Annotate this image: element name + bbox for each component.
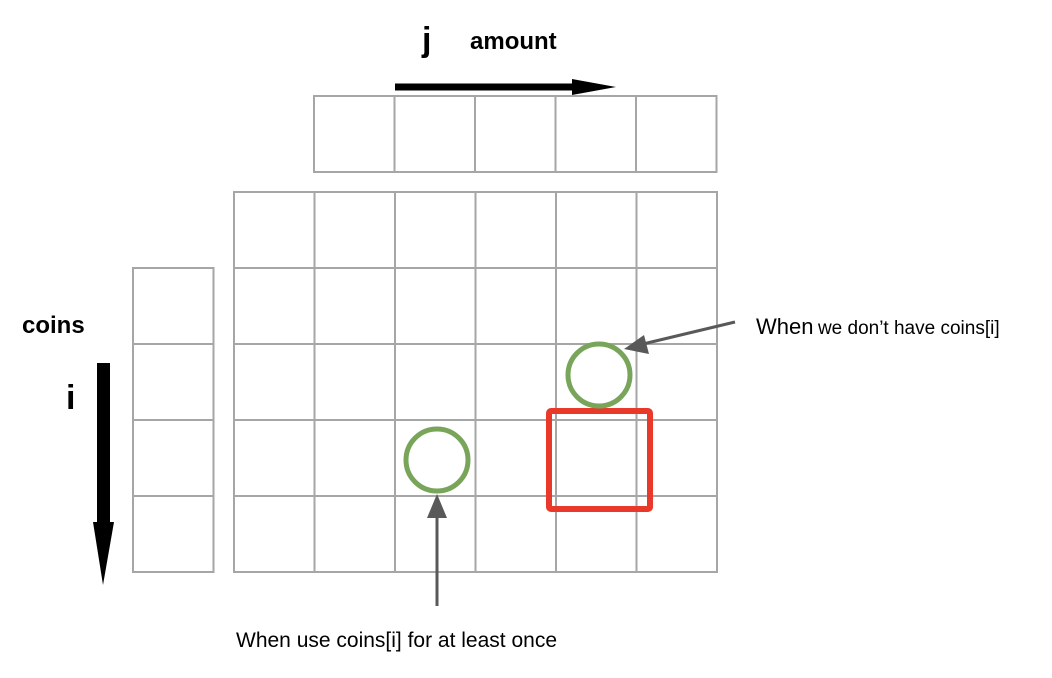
dp-cell: [233, 419, 316, 497]
amount-cell: [635, 95, 718, 173]
dp-cell: [635, 495, 718, 573]
coin-cell: [132, 495, 215, 573]
previous-row-cell-circle: [565, 341, 633, 409]
dp-cell: [394, 267, 477, 345]
dp-cell: [474, 267, 557, 345]
dp-cell: [474, 495, 557, 573]
dp-cell: [233, 343, 316, 421]
i-index-label: i: [66, 379, 76, 417]
dp-cell: [635, 191, 718, 269]
amount-cell: [393, 95, 476, 173]
dp-cell: [555, 267, 638, 345]
dp-cell: [635, 267, 718, 345]
pointer-arrow-with-coin: [427, 494, 447, 606]
amount-axis-arrow: [395, 79, 616, 95]
coin-cell: [132, 343, 215, 421]
coins-axis-label: coins: [22, 312, 85, 339]
current-cell-highlight: [546, 408, 653, 512]
amount-cell: [313, 95, 396, 173]
same-row-cell-circle: [403, 426, 471, 494]
dp-cell: [474, 191, 557, 269]
coin-cell: [132, 267, 215, 345]
coins-axis-arrow: [93, 363, 114, 585]
dp-cell: [474, 343, 557, 421]
pointer-arrow-without-coin: [624, 320, 736, 354]
dp-cell: [313, 343, 396, 421]
j-index-label: j: [422, 21, 432, 59]
dp-cell: [474, 419, 557, 497]
dp-cell: [394, 343, 477, 421]
dp-cell: [394, 191, 477, 269]
annotation-without-coin: When we don’t have coins[i]: [756, 313, 1000, 344]
dp-cell: [233, 267, 316, 345]
amount-axis-label: amount: [470, 28, 557, 55]
amount-cell: [554, 95, 637, 173]
dp-cell: [555, 191, 638, 269]
dp-cell: [313, 419, 396, 497]
dp-cell: [313, 495, 396, 573]
annotation-without-coin-rest: we don’t have coins[i]: [817, 318, 1000, 339]
amount-row-cells: [313, 95, 718, 173]
dp-grid: [233, 191, 718, 573]
amount-cell: [474, 95, 557, 173]
dp-cell: [313, 267, 396, 345]
dp-cell: [233, 191, 316, 269]
dp-cell: [233, 495, 316, 573]
coins-column-cells: [132, 267, 215, 573]
dp-cell: [555, 419, 638, 497]
annotation-without-coin-prefix: When: [756, 314, 814, 339]
annotation-with-coin: When use coins[i] for at least once: [236, 629, 557, 652]
coin-cell: [132, 419, 215, 497]
dp-cell: [313, 191, 396, 269]
